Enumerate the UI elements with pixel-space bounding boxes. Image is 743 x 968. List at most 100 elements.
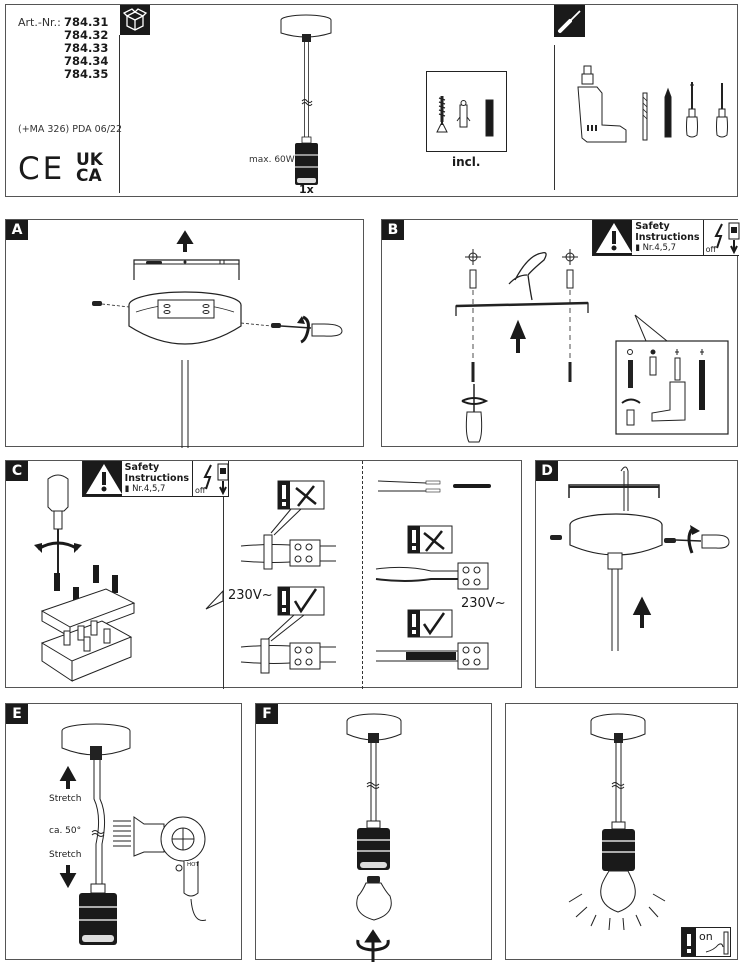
ukca-mark-uk: UK bbox=[76, 150, 103, 170]
switch-hand-icon bbox=[705, 931, 729, 955]
included-hardware-box bbox=[426, 71, 507, 152]
step-b-illustration bbox=[455, 249, 729, 443]
arrow-up-icon bbox=[176, 230, 194, 252]
safety-title-line1: Safety bbox=[124, 462, 160, 473]
safety-instructions-badge: Safety Instructions ▮ Nr.4,5,7 off bbox=[82, 461, 229, 497]
switch-on-badge: on bbox=[681, 927, 731, 957]
pencil-icon bbox=[664, 87, 672, 138]
screwdriver-with-rotation bbox=[664, 525, 730, 554]
dowel-screw-icon bbox=[621, 349, 641, 426]
voltage-label: 230V~ bbox=[228, 588, 273, 603]
stretch-down-label: Stretch bbox=[49, 850, 82, 860]
off-label: off bbox=[195, 486, 206, 495]
info-panel: Art.-Nr.: 784.31 784.32 784.33 784.34 78… bbox=[5, 4, 738, 197]
step-d-illustration bbox=[550, 466, 730, 651]
screw-icon bbox=[436, 96, 448, 133]
hot-label: HOT bbox=[187, 862, 199, 868]
light-rays bbox=[568, 893, 666, 931]
arrow-up-icon bbox=[59, 765, 77, 789]
wall-plug-icon bbox=[649, 349, 657, 376]
step-g-illustration bbox=[568, 713, 666, 931]
flat-screwdriver-icon bbox=[716, 83, 728, 138]
safety-reference: ▮ Nr.4,5,7 bbox=[635, 243, 676, 253]
warning-icon bbox=[83, 461, 122, 496]
arrow-up-icon bbox=[632, 596, 652, 628]
divider bbox=[554, 45, 555, 190]
safety-title-line1: Safety bbox=[635, 221, 670, 232]
safety-title-line2: Instructions bbox=[124, 473, 189, 484]
article-number: 784.35 bbox=[64, 67, 109, 81]
pendant-lamp-illustration bbox=[280, 14, 332, 185]
rotate-up-icon bbox=[356, 929, 390, 962]
off-label: off bbox=[705, 245, 716, 254]
quantity: 1x bbox=[299, 183, 314, 196]
safety-reference: ▮ Nr.4,5,7 bbox=[124, 484, 166, 494]
step-label: F bbox=[256, 704, 278, 724]
warning-icon bbox=[682, 928, 696, 956]
arrow-up-icon bbox=[510, 319, 526, 353]
step-label: D bbox=[536, 461, 558, 481]
ceiling-canopy bbox=[128, 291, 242, 345]
article-number: 784.34 bbox=[64, 54, 109, 68]
drill-icon bbox=[651, 349, 686, 422]
step-label: B bbox=[382, 220, 404, 240]
pencil-icon bbox=[699, 349, 705, 410]
article-number: 784.32 bbox=[64, 28, 109, 42]
step-e-panel: E Stretch ca. 50° Stretch HOT bbox=[5, 703, 242, 960]
step-label: C bbox=[6, 461, 28, 481]
wall-plug-icon bbox=[456, 100, 471, 128]
safety-ref-number: Nr.4,5,7 bbox=[642, 243, 676, 253]
article-label: Art.-Nr.: bbox=[18, 16, 61, 29]
dashed-divider bbox=[362, 461, 363, 689]
step-a-illustration bbox=[92, 230, 343, 448]
step-label: E bbox=[6, 704, 28, 724]
on-label: on bbox=[699, 930, 713, 943]
drill-icon bbox=[577, 65, 627, 143]
step-d-panel: D bbox=[535, 460, 738, 688]
arrow-down-icon bbox=[59, 865, 77, 889]
warning-icon bbox=[593, 220, 633, 255]
power-off-icon: off bbox=[704, 220, 740, 255]
correct-connection-icon bbox=[407, 609, 453, 638]
screwdriver-with-rotation bbox=[34, 474, 82, 581]
max-wattage: max. 60W bbox=[249, 155, 295, 165]
step-f-panel: F bbox=[255, 703, 492, 962]
screwdriver-with-rotation bbox=[461, 384, 489, 443]
mounting-bracket bbox=[133, 259, 240, 280]
step-b-panel: B Safety Instructions ▮ Nr.4,5,7 off bbox=[381, 219, 740, 447]
article-number: 784.31 bbox=[64, 15, 109, 29]
cable-connector-wrong bbox=[375, 562, 489, 590]
divider bbox=[119, 35, 120, 193]
cable-connector-correct bbox=[376, 642, 489, 670]
article-number: 784.33 bbox=[64, 41, 109, 55]
hair-dryer-icon bbox=[113, 816, 207, 922]
tools-illustration bbox=[577, 65, 728, 143]
correct-connection-icon bbox=[277, 586, 325, 616]
stripped-wire-icon bbox=[377, 480, 491, 493]
cable-connector-correct bbox=[240, 638, 336, 674]
drill-bit-icon bbox=[642, 92, 648, 141]
safety-title-line2: Instructions bbox=[635, 232, 700, 243]
step-c-panel: C Safety Instructions ▮ Nr.4,5,7 off bbox=[5, 460, 522, 689]
wrong-connection-icon bbox=[407, 525, 453, 554]
ce-mark: CE bbox=[18, 151, 66, 187]
cable-connector-wrong bbox=[240, 534, 336, 570]
included-label: incl. bbox=[452, 155, 481, 169]
wrong-connection-icon bbox=[277, 480, 325, 510]
light-bulb-lit-icon bbox=[600, 870, 636, 913]
screwdriver-icon bbox=[554, 5, 585, 37]
package-box-icon bbox=[120, 5, 150, 35]
connector-strip-icon bbox=[485, 99, 494, 137]
phillips-screwdriver-icon bbox=[686, 82, 698, 138]
safety-text: Safety Instructions ▮ Nr.4,5,7 bbox=[122, 461, 193, 496]
step-f-illustration bbox=[346, 713, 402, 962]
screwdriver-with-rotation bbox=[271, 315, 343, 344]
step-label: A bbox=[6, 220, 28, 240]
voltage-label: 230V~ bbox=[461, 596, 506, 611]
temperature-label: ca. 50° bbox=[49, 826, 82, 836]
step-e-illustration bbox=[59, 723, 207, 945]
step-g-panel: on bbox=[505, 703, 738, 960]
light-bulb-icon bbox=[356, 876, 392, 921]
screw-icon bbox=[550, 535, 562, 540]
stretch-up-label: Stretch bbox=[49, 794, 82, 804]
